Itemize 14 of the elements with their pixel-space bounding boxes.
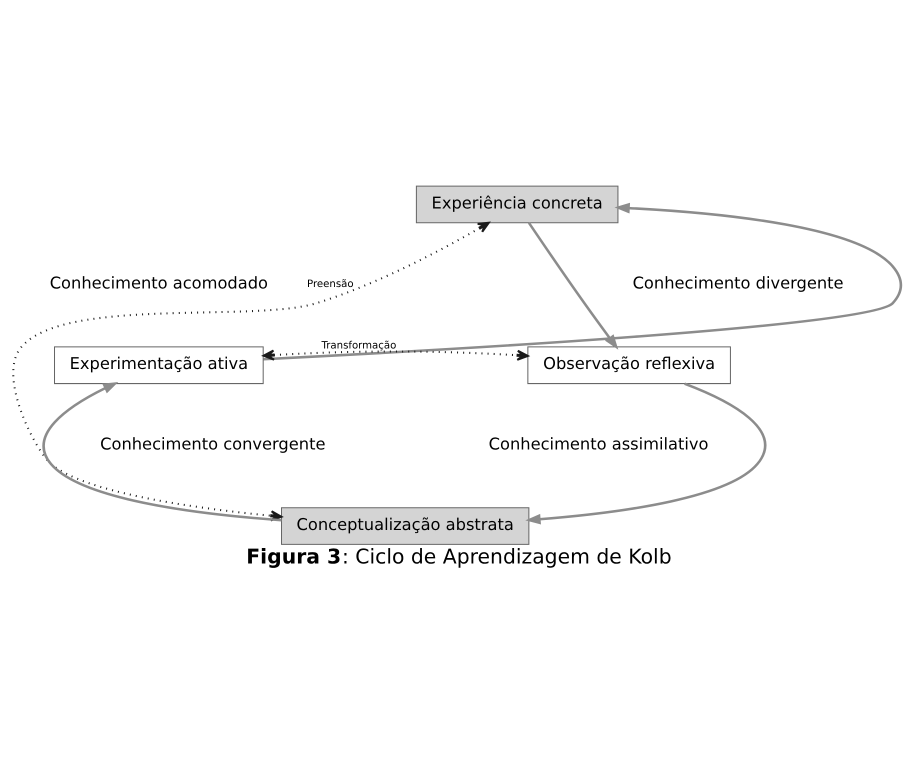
arrow xyxy=(525,382,766,524)
caption: Figura 3: Ciclo de Aprendizagem de Kolb xyxy=(246,544,672,568)
label: Conhecimento acomodado xyxy=(50,273,268,292)
node-box: Observação reflexiva xyxy=(527,346,731,384)
edge-label: Transformação xyxy=(322,340,396,351)
label: Conhecimento convergente xyxy=(100,434,326,454)
node-box: Experimentação ativa xyxy=(54,346,264,384)
node-box: Conceptualização abstrata xyxy=(281,506,530,544)
edge-label: Preensão xyxy=(307,278,354,290)
arrow xyxy=(262,349,529,360)
label: Conhecimento divergente xyxy=(632,273,844,292)
label: Conhecimento assimilativo xyxy=(488,434,709,454)
node-box: Experiência concreta xyxy=(416,185,618,223)
arrow xyxy=(263,202,902,360)
